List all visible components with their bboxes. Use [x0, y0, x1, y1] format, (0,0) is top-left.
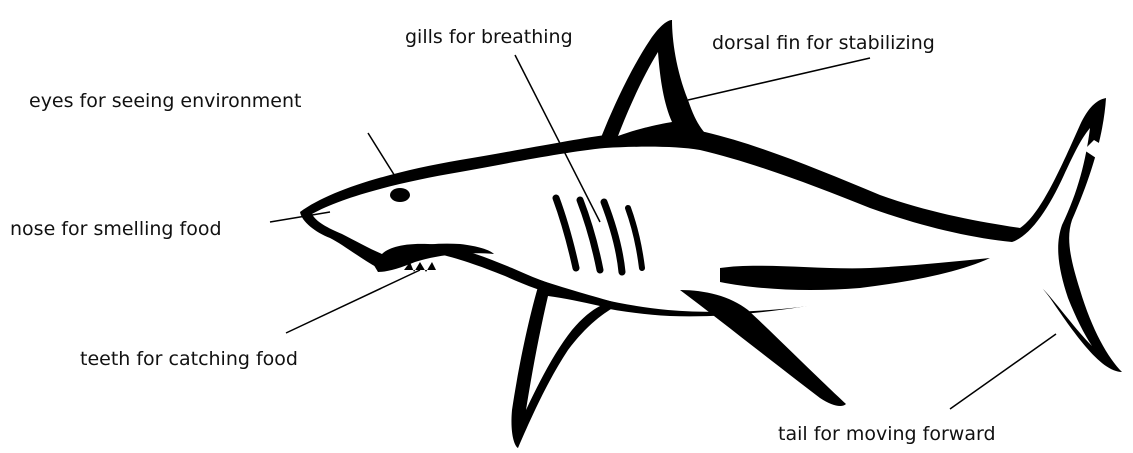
teeth-leader-line [286, 270, 420, 333]
label-tail: tail for moving forward [778, 425, 996, 444]
dorsal-fin-leader-line [688, 58, 870, 100]
label-eyes: eyes for seeing environment [29, 92, 301, 111]
label-nose: nose for smelling food [10, 220, 222, 239]
eye-shape [390, 188, 410, 202]
label-dorsal-fin: dorsal fin for stabilizing [712, 34, 935, 53]
eyes-leader-line [368, 133, 398, 181]
tail-leader-line [950, 334, 1056, 409]
label-teeth: teeth for catching food [80, 350, 298, 369]
label-gills: gills for breathing [405, 28, 573, 47]
